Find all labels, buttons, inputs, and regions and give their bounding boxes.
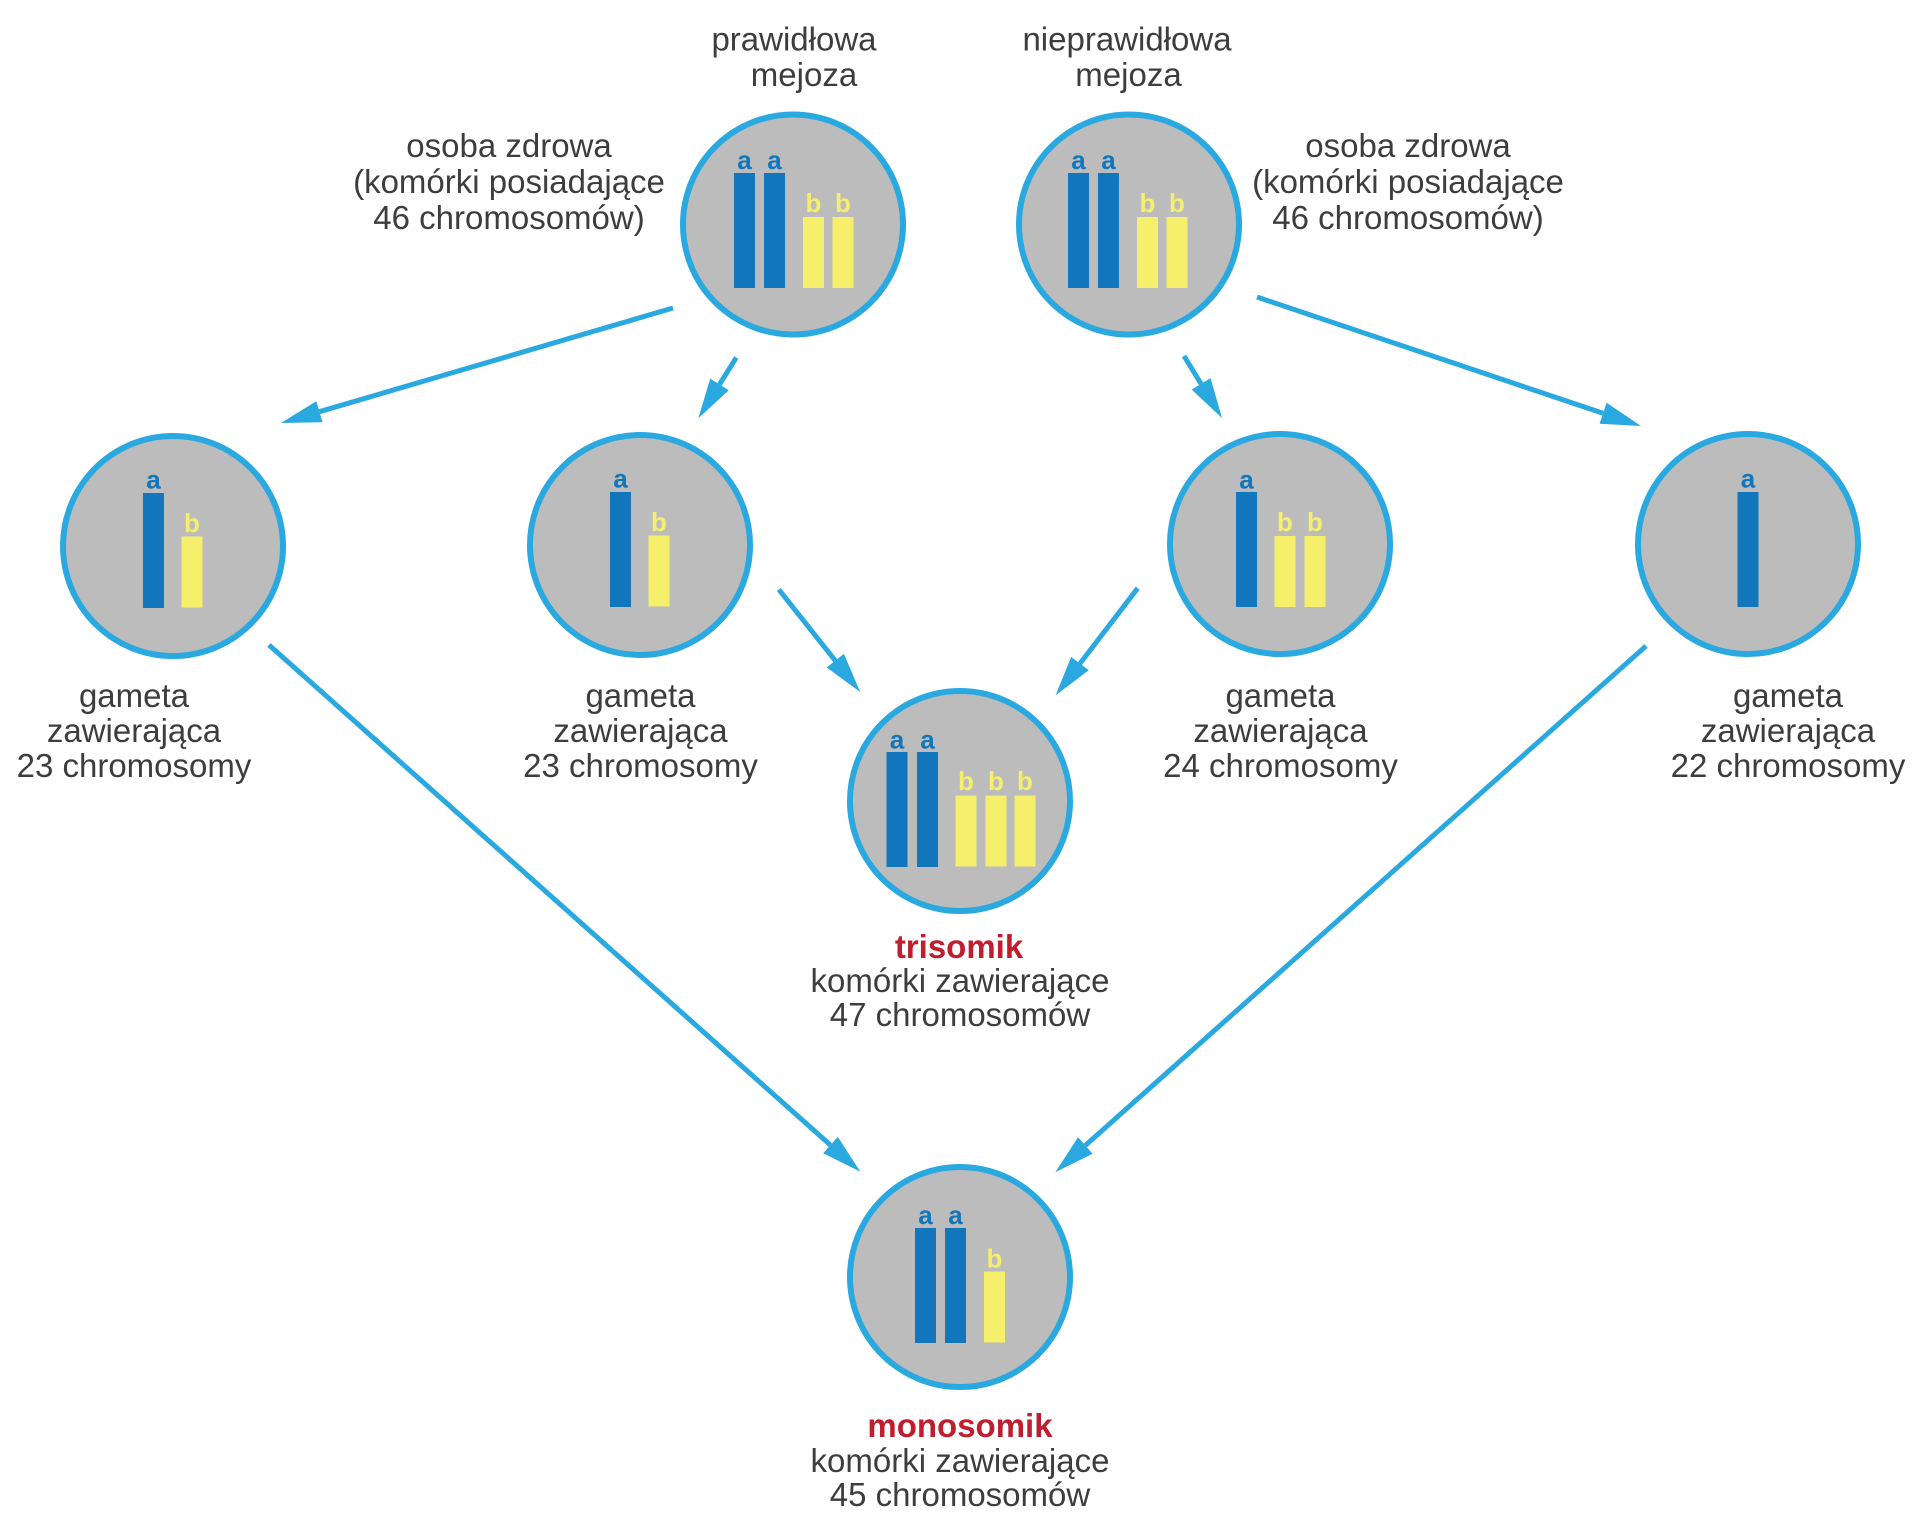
- svg-text:b: b: [651, 507, 667, 537]
- svg-text:b: b: [1140, 188, 1156, 218]
- svg-text:komórki zawierające: komórki zawierające: [811, 962, 1110, 999]
- svg-text:gameta: gameta: [1225, 677, 1336, 714]
- svg-text:b: b: [835, 188, 851, 218]
- svg-text:zawierająca: zawierająca: [553, 712, 728, 749]
- svg-text:zawierająca: zawierająca: [1193, 712, 1368, 749]
- svg-text:b: b: [184, 508, 200, 538]
- svg-text:a: a: [1741, 464, 1756, 494]
- svg-text:a: a: [948, 1200, 963, 1230]
- svg-text:b: b: [1307, 507, 1323, 537]
- svg-text:46 chromosomów): 46 chromosomów): [1272, 199, 1543, 236]
- svg-text:a: a: [146, 465, 161, 495]
- svg-text:komórki zawierające: komórki zawierające: [811, 1442, 1110, 1479]
- svg-text:(komórki posiadające: (komórki posiadające: [1252, 163, 1564, 200]
- svg-text:a: a: [1239, 465, 1254, 495]
- svg-text:46 chromosomów): 46 chromosomów): [373, 199, 644, 236]
- svg-text:b: b: [806, 188, 822, 218]
- svg-text:(komórki posiadające: (komórki posiadające: [353, 163, 665, 200]
- svg-text:b: b: [1277, 507, 1293, 537]
- svg-text:monosomik: monosomik: [867, 1407, 1053, 1444]
- svg-text:mejoza: mejoza: [751, 56, 858, 93]
- svg-text:nieprawidłowa: nieprawidłowa: [1022, 21, 1232, 58]
- svg-text:prawidłowa: prawidłowa: [711, 21, 877, 58]
- svg-text:a: a: [613, 464, 628, 494]
- svg-text:zawierająca: zawierająca: [1701, 712, 1876, 749]
- svg-text:a: a: [737, 145, 752, 175]
- svg-text:zawierająca: zawierająca: [47, 712, 222, 749]
- svg-text:45 chromosomów: 45 chromosomów: [830, 1476, 1091, 1513]
- svg-text:b: b: [958, 766, 974, 796]
- svg-text:a: a: [920, 725, 935, 755]
- svg-text:23 chromosomy: 23 chromosomy: [523, 747, 758, 784]
- svg-text:a: a: [767, 145, 782, 175]
- svg-text:a: a: [1071, 145, 1086, 175]
- svg-text:b: b: [1017, 766, 1033, 796]
- svg-text:osoba zdrowa: osoba zdrowa: [406, 127, 612, 164]
- svg-text:gameta: gameta: [585, 677, 696, 714]
- svg-text:b: b: [1169, 188, 1185, 218]
- svg-text:mejoza: mejoza: [1075, 56, 1182, 93]
- svg-text:osoba zdrowa: osoba zdrowa: [1305, 127, 1511, 164]
- svg-text:b: b: [988, 766, 1004, 796]
- svg-text:gameta: gameta: [79, 677, 190, 714]
- svg-text:a: a: [918, 1200, 933, 1230]
- svg-text:a: a: [1101, 145, 1116, 175]
- svg-text:gameta: gameta: [1733, 677, 1844, 714]
- svg-text:b: b: [987, 1244, 1003, 1274]
- svg-text:23 chromosomy: 23 chromosomy: [17, 747, 252, 784]
- svg-text:22 chromosomy: 22 chromosomy: [1671, 747, 1906, 784]
- svg-text:24 chromosomy: 24 chromosomy: [1163, 747, 1398, 784]
- svg-text:a: a: [890, 725, 905, 755]
- svg-text:47 chromosomów: 47 chromosomów: [830, 996, 1091, 1033]
- svg-text:trisomik: trisomik: [895, 928, 1024, 965]
